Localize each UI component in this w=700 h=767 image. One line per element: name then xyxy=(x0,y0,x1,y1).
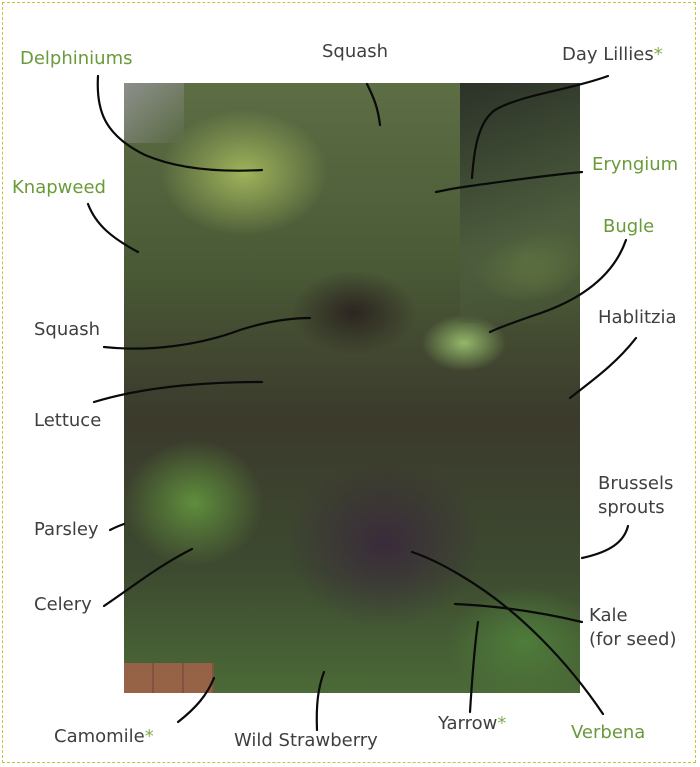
label-delphiniums: Delphiniums xyxy=(20,48,133,69)
leader-verbena xyxy=(410,550,605,716)
leader-parsley xyxy=(108,522,126,532)
label-yarrow-text: Yarrow xyxy=(438,713,498,734)
leader-bugle xyxy=(488,238,628,334)
label-celery: Celery xyxy=(34,594,92,615)
label-camomile: Camomile* xyxy=(54,727,154,747)
path-shadow xyxy=(460,83,580,323)
label-yarrow: Yarrow* xyxy=(438,714,506,734)
label-squash-left: Squash xyxy=(34,319,101,340)
label-hablitzia: Hablitzia xyxy=(598,307,677,328)
label-knapweed: Knapweed xyxy=(12,177,106,198)
leader-squash-left xyxy=(102,316,312,350)
label-camomile-text: Camomile xyxy=(54,726,145,747)
label-day-lillies: Day Lillies* xyxy=(562,45,663,65)
leader-day-lillies xyxy=(470,74,610,180)
label-lettuce: Lettuce xyxy=(34,410,102,431)
leader-hablitzia xyxy=(568,336,638,400)
garden-photo xyxy=(124,83,580,693)
leader-lettuce xyxy=(92,380,264,404)
leader-wild-strawberry xyxy=(315,670,326,732)
label-day-lillies-text: Day Lillies xyxy=(562,44,654,65)
label-verbena: Verbena xyxy=(571,722,646,743)
label-brussels-2: sprouts xyxy=(598,497,665,518)
label-camomile-star: * xyxy=(144,726,154,747)
label-kale-2: (for seed) xyxy=(589,629,677,650)
leader-delphiniums xyxy=(96,74,264,172)
label-kale-1: Kale xyxy=(589,605,628,626)
paving-corner xyxy=(124,83,184,143)
label-eryngium: Eryngium xyxy=(592,154,679,175)
leader-knapweed xyxy=(86,202,140,254)
brick-edge xyxy=(124,663,214,693)
label-brussels-1: Brussels xyxy=(598,473,674,494)
leader-yarrow xyxy=(468,620,480,714)
label-wild-strawberry: Wild Strawberry xyxy=(234,730,378,751)
leader-kale xyxy=(453,602,584,624)
leader-camomile xyxy=(176,676,216,724)
leader-squash-top xyxy=(365,82,382,127)
leader-eryngium xyxy=(434,170,584,194)
leader-celery xyxy=(102,547,194,608)
label-day-lillies-star: * xyxy=(653,44,663,65)
label-yarrow-star: * xyxy=(497,713,507,734)
label-bugle: Bugle xyxy=(603,216,655,237)
leader-brussels xyxy=(580,524,630,560)
label-parsley: Parsley xyxy=(34,519,99,540)
label-squash-top: Squash xyxy=(322,41,389,62)
